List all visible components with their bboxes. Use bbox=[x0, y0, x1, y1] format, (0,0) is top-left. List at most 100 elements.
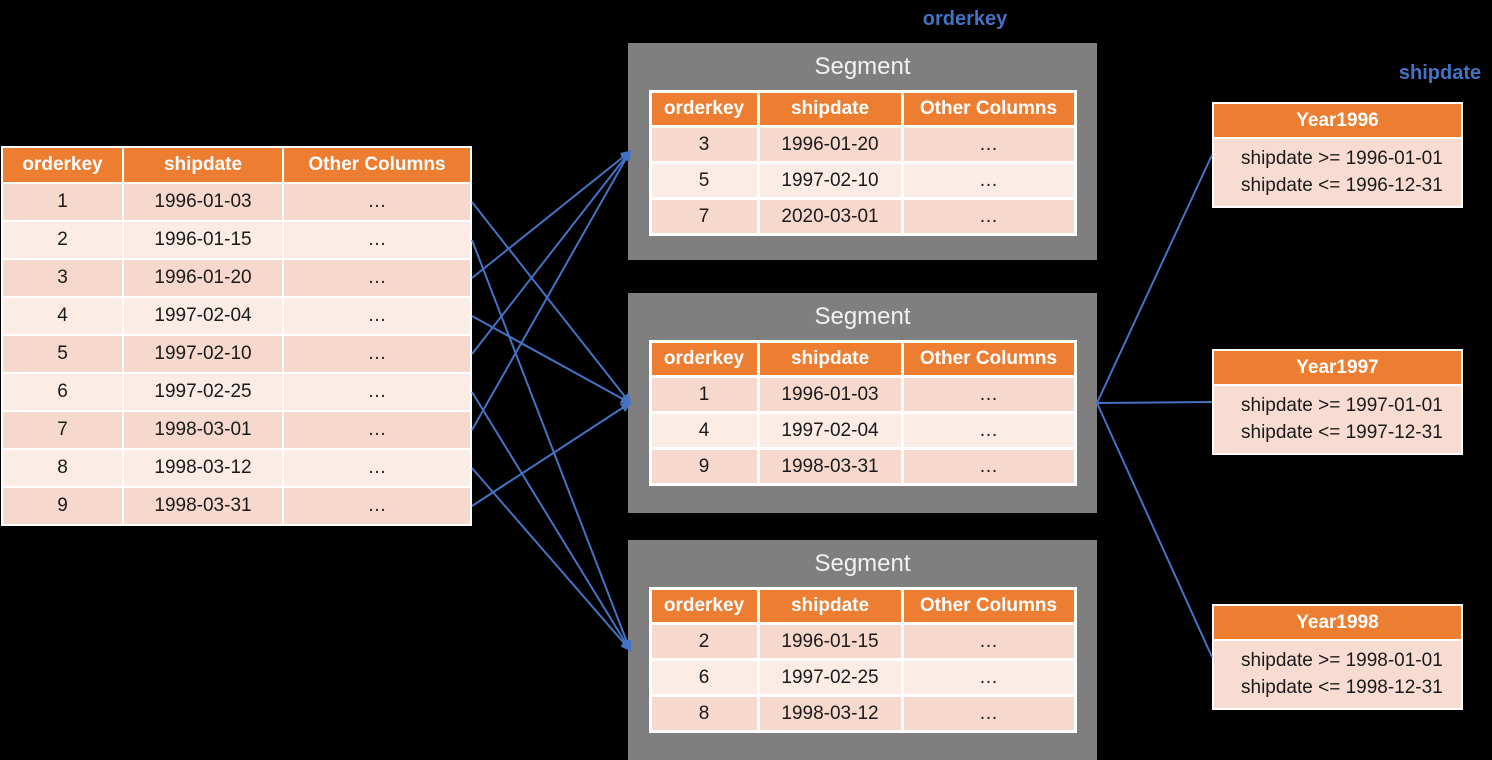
filter-condition: shipdate >= 1998-01-01 bbox=[1241, 650, 1443, 671]
column-header-other-columns: Other Columns bbox=[903, 93, 1074, 125]
segment-table: orderkey shipdate Other Columns 3 1996-0… bbox=[648, 90, 1077, 236]
cell-orderkey: 4 bbox=[651, 414, 757, 447]
filter-conditions: shipdate >= 1998-01-01 shipdate <= 1998-… bbox=[1214, 641, 1461, 708]
segment-title: Segment bbox=[814, 53, 911, 80]
segment-header-row: orderkey shipdate Other Columns bbox=[651, 343, 1074, 375]
cell-shipdate: 2020-03-01 bbox=[759, 200, 901, 233]
source-table: orderkey shipdate Other Columns 1 1996-0… bbox=[1, 146, 472, 526]
filter-title-year1997: Year1997 bbox=[1214, 351, 1461, 384]
cell-shipdate: 1997-02-04 bbox=[759, 414, 901, 447]
source-row-0: 1 1996-01-03 … bbox=[3, 184, 470, 220]
filter-box-2: Year1998 shipdate >= 1998-01-01 shipdate… bbox=[1212, 604, 1463, 710]
segment-row: 7 2020-03-01 … bbox=[651, 200, 1074, 233]
cell-orderkey: 7 bbox=[3, 412, 122, 448]
cell-orderkey: 2 bbox=[651, 625, 757, 658]
cell-other-columns: … bbox=[903, 164, 1074, 197]
cell-other-columns: … bbox=[903, 697, 1074, 730]
segment-header-row: orderkey shipdate Other Columns bbox=[651, 590, 1074, 622]
segment-row: 1 1996-01-03 … bbox=[651, 378, 1074, 411]
cell-other-columns: … bbox=[903, 200, 1074, 233]
cell-other-columns: … bbox=[284, 298, 470, 334]
cell-shipdate: 1998-03-12 bbox=[759, 697, 901, 730]
column-header-other-columns: Other Columns bbox=[284, 148, 470, 182]
segment-row: 8 1998-03-12 … bbox=[651, 697, 1074, 730]
cell-other-columns: … bbox=[284, 488, 470, 524]
partition-key-label-shipdate: shipdate bbox=[1398, 62, 1482, 84]
cell-shipdate: 1998-03-12 bbox=[124, 450, 282, 486]
filter-condition: shipdate <= 1996-12-31 bbox=[1241, 175, 1443, 196]
cell-shipdate: 1996-01-15 bbox=[124, 222, 282, 258]
source-row-5: 6 1997-02-25 … bbox=[3, 374, 470, 410]
source-row-2: 3 1996-01-20 … bbox=[3, 260, 470, 296]
filter-condition: shipdate <= 1998-12-31 bbox=[1241, 677, 1443, 698]
column-header-orderkey: orderkey bbox=[651, 343, 757, 375]
segment-title: Segment bbox=[814, 303, 911, 330]
segment-row: 3 1996-01-20 … bbox=[651, 128, 1074, 161]
segment-box-1: Segment orderkey shipdate Other Columns … bbox=[628, 293, 1097, 513]
source-row-7: 8 1998-03-12 … bbox=[3, 450, 470, 486]
cell-other-columns: … bbox=[903, 378, 1074, 411]
cell-shipdate: 1996-01-15 bbox=[759, 625, 901, 658]
column-header-other-columns: Other Columns bbox=[903, 343, 1074, 375]
cell-shipdate: 1997-02-10 bbox=[124, 336, 282, 372]
column-header-shipdate: shipdate bbox=[759, 93, 901, 125]
cell-other-columns: … bbox=[284, 374, 470, 410]
source-row-3: 4 1997-02-04 … bbox=[3, 298, 470, 334]
cell-orderkey: 3 bbox=[651, 128, 757, 161]
cell-orderkey: 4 bbox=[3, 298, 122, 334]
filter-title-year1998: Year1998 bbox=[1214, 606, 1461, 639]
cell-orderkey: 6 bbox=[651, 661, 757, 694]
source-row-1: 2 1996-01-15 … bbox=[3, 222, 470, 258]
source-row-4: 5 1997-02-10 … bbox=[3, 336, 470, 372]
segment-row: 2 1996-01-15 … bbox=[651, 625, 1074, 658]
source-table-panel: orderkey shipdate Other Columns 1 1996-0… bbox=[1, 146, 472, 526]
segment-title: Segment bbox=[814, 550, 911, 577]
cell-shipdate: 1997-02-25 bbox=[759, 661, 901, 694]
segment-box-0: Segment orderkey shipdate Other Columns … bbox=[628, 43, 1097, 260]
filter-box-0: Year1996 shipdate >= 1996-01-01 shipdate… bbox=[1212, 102, 1463, 208]
segment-table: orderkey shipdate Other Columns 2 1996-0… bbox=[648, 587, 1077, 733]
cell-orderkey: 1 bbox=[651, 378, 757, 411]
cell-other-columns: … bbox=[284, 336, 470, 372]
cell-other-columns: … bbox=[903, 128, 1074, 161]
segment-row: 5 1997-02-10 … bbox=[651, 164, 1074, 197]
segment-row: 4 1997-02-04 … bbox=[651, 414, 1074, 447]
cell-shipdate: 1998-03-01 bbox=[124, 412, 282, 448]
column-header-orderkey: orderkey bbox=[651, 590, 757, 622]
cell-orderkey: 8 bbox=[651, 697, 757, 730]
partition-key-label-orderkey: orderkey bbox=[922, 8, 1008, 30]
cell-other-columns: … bbox=[903, 625, 1074, 658]
cell-other-columns: … bbox=[284, 222, 470, 258]
cell-other-columns: … bbox=[284, 260, 470, 296]
cell-orderkey: 9 bbox=[651, 450, 757, 483]
cell-other-columns: … bbox=[903, 661, 1074, 694]
segment-table: orderkey shipdate Other Columns 1 1996-0… bbox=[648, 340, 1077, 486]
cell-shipdate: 1997-02-10 bbox=[759, 164, 901, 197]
filter-conditions: shipdate >= 1997-01-01 shipdate <= 1997-… bbox=[1214, 386, 1461, 453]
filter-condition: shipdate >= 1996-01-01 bbox=[1241, 148, 1443, 169]
segment-box-2: Segment orderkey shipdate Other Columns … bbox=[628, 540, 1097, 760]
cell-shipdate: 1997-02-04 bbox=[124, 298, 282, 334]
cell-other-columns: … bbox=[903, 414, 1074, 447]
source-header-row: orderkey shipdate Other Columns bbox=[3, 148, 470, 182]
cell-other-columns: … bbox=[284, 450, 470, 486]
segment-row: 9 1998-03-31 … bbox=[651, 450, 1074, 483]
filter-condition: shipdate >= 1997-01-01 bbox=[1241, 395, 1443, 416]
filter-title-year1996: Year1996 bbox=[1214, 104, 1461, 137]
cell-orderkey: 7 bbox=[651, 200, 757, 233]
cell-shipdate: 1996-01-03 bbox=[759, 378, 901, 411]
cell-shipdate: 1996-01-20 bbox=[759, 128, 901, 161]
column-header-other-columns: Other Columns bbox=[903, 590, 1074, 622]
cell-shipdate: 1997-02-25 bbox=[124, 374, 282, 410]
filter-condition: shipdate <= 1997-12-31 bbox=[1241, 422, 1443, 443]
cell-orderkey: 2 bbox=[3, 222, 122, 258]
cell-shipdate: 1996-01-03 bbox=[124, 184, 282, 220]
source-row-6: 7 1998-03-01 … bbox=[3, 412, 470, 448]
source-row-8: 9 1998-03-31 … bbox=[3, 488, 470, 524]
cell-other-columns: … bbox=[284, 184, 470, 220]
cell-orderkey: 9 bbox=[3, 488, 122, 524]
column-header-shipdate: shipdate bbox=[759, 343, 901, 375]
cell-orderkey: 5 bbox=[3, 336, 122, 372]
filter-box-1: Year1997 shipdate >= 1997-01-01 shipdate… bbox=[1212, 349, 1463, 455]
